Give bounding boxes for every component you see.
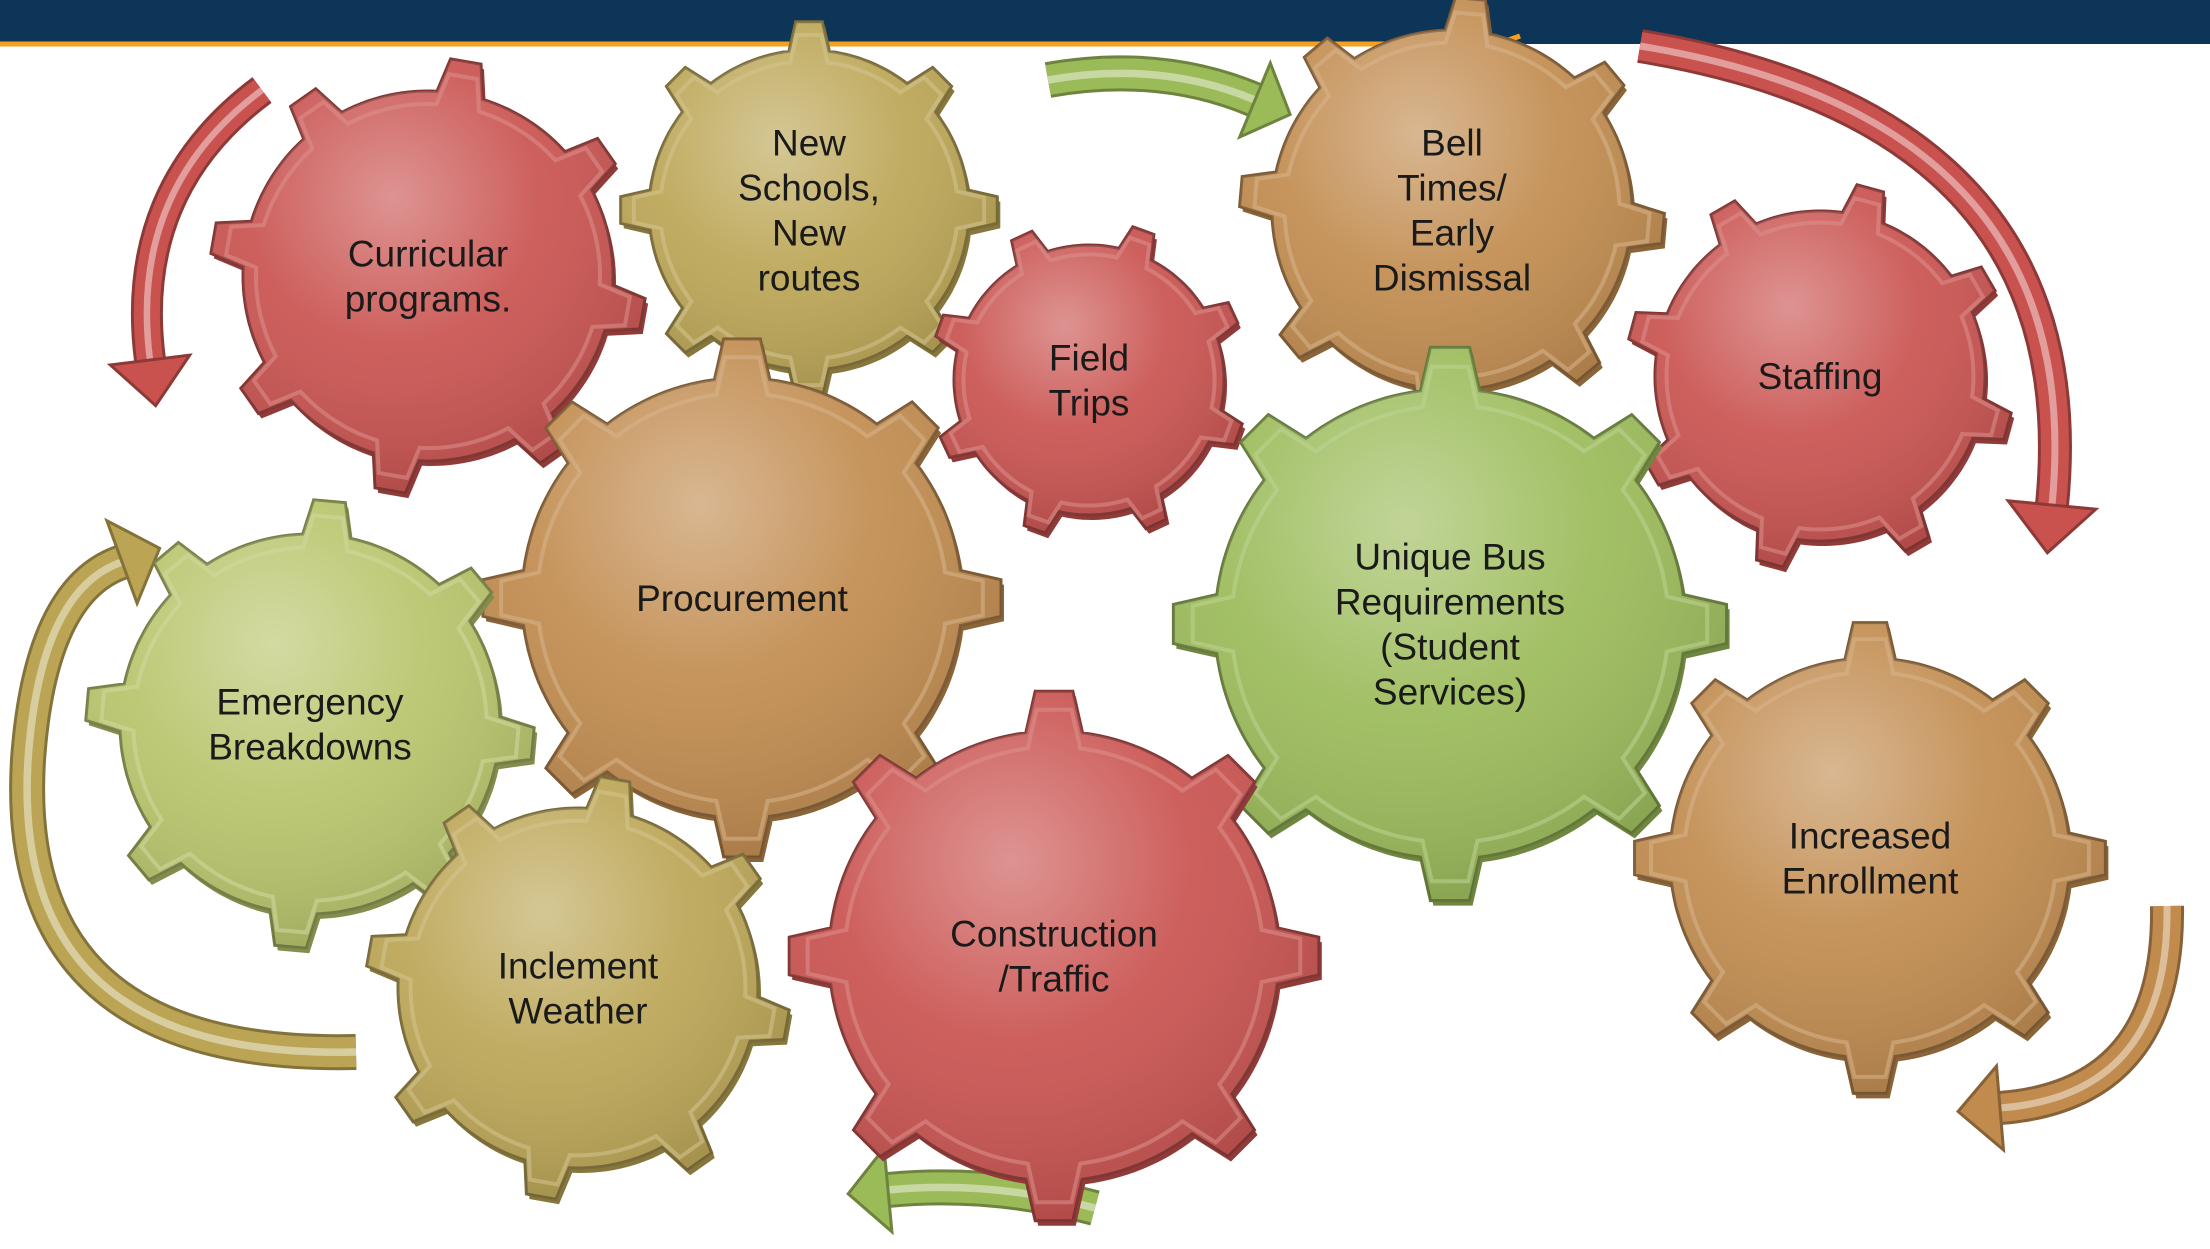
arrow-bottom-right <box>1955 905 2185 1154</box>
gear-rim <box>223 71 633 481</box>
gear-label: Curricular <box>348 234 508 275</box>
arrows-layer <box>9 29 2185 1236</box>
gear-gloss <box>1628 184 2012 568</box>
arrow-head <box>1955 1062 2006 1154</box>
gear-gloss <box>620 21 998 399</box>
gear-staffing: Staffing <box>1627 183 2015 573</box>
gear-label: Procurement <box>636 578 849 619</box>
gear-label: Inclement <box>498 946 659 987</box>
gear-label: Unique Bus <box>1354 537 1545 578</box>
gears-layer: Curricularprograms.NewSchools,NewroutesF… <box>84 0 2109 1226</box>
gear-label: Early <box>1410 213 1495 254</box>
arrow-highlight <box>1999 905 2171 1112</box>
arrow-head <box>2004 498 2100 556</box>
gear-label: /Traffic <box>998 959 1109 1000</box>
gear-gloss <box>1173 347 1727 901</box>
gear-gloss <box>366 776 790 1200</box>
gear-gloss <box>789 691 1319 1221</box>
gear-rim <box>805 707 1303 1205</box>
arrow-highlight <box>23 558 357 1056</box>
gear-label: programs. <box>345 279 512 320</box>
gear-label: Weather <box>508 991 647 1032</box>
gear-gloss <box>935 226 1243 534</box>
arrow-left-side <box>9 517 357 1071</box>
arrow-top-middle <box>1044 55 1293 140</box>
gear-procurement: Procurement <box>481 337 1004 862</box>
arrow-top-right <box>1637 29 2100 556</box>
arrow-head <box>1236 58 1293 140</box>
gear-label: Staffing <box>1758 356 1883 397</box>
arrow-head <box>846 1144 894 1236</box>
gear-rim <box>1639 195 2001 557</box>
arrow-head <box>106 353 193 408</box>
gear-label: (Student <box>1380 627 1521 668</box>
gear-gloss <box>210 58 646 494</box>
gear-rim <box>99 513 521 935</box>
arrow-highlight <box>1047 69 1257 104</box>
gear-rim <box>499 355 985 841</box>
gear-label: Bell <box>1421 123 1483 164</box>
gear-label: New <box>772 123 846 164</box>
gear-label: Increased <box>1789 816 1952 857</box>
arrow-head <box>104 517 162 608</box>
gear-rim <box>1190 364 1710 884</box>
gear-label: Services) <box>1373 672 1527 713</box>
gear-label: routes <box>758 258 861 299</box>
header-tail <box>0 22 1480 40</box>
gear-label: Emergency <box>216 682 404 723</box>
gear-construction: Construction/Traffic <box>787 689 1322 1226</box>
gear-label: Enrollment <box>1782 861 1960 902</box>
gear-rim <box>944 235 1234 525</box>
gear-label: New <box>772 213 846 254</box>
gear-rim <box>631 32 987 388</box>
arrow-highlight <box>143 87 264 361</box>
gear-label: Breakdowns <box>208 727 412 768</box>
arrow-highlight <box>1639 42 2059 506</box>
gear-rim <box>379 789 777 1187</box>
gear-gloss <box>85 499 535 949</box>
gear-gloss <box>483 339 1001 857</box>
gear-gloss <box>1634 622 2106 1094</box>
gear-rim <box>1649 637 2091 1079</box>
gear-gloss <box>1239 0 1665 423</box>
gear-label: Field <box>1049 338 1129 379</box>
gear-label: Construction <box>950 914 1158 955</box>
gear-label: Dismissal <box>1373 258 1531 299</box>
gear-label: Requirements <box>1335 582 1565 623</box>
gear-label: Trips <box>1049 383 1130 424</box>
arrow-top-left <box>106 77 272 408</box>
gear-label: Times/ <box>1397 168 1507 209</box>
header-band <box>0 0 2210 47</box>
gear-label: Schools, <box>738 168 880 209</box>
